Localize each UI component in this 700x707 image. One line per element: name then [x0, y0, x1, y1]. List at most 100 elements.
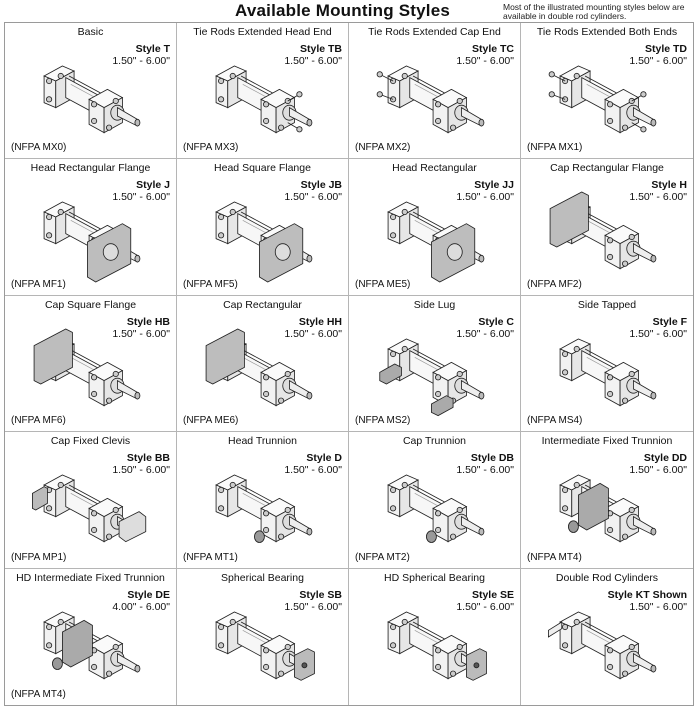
mounting-style-name: Head Rectangular Flange: [30, 162, 151, 175]
cylinder-illustration: [548, 65, 657, 134]
cylinder-illustration: [559, 474, 657, 543]
style-label: Style JJ: [474, 179, 514, 192]
bore-range: 1.50" - 6.00": [629, 55, 687, 67]
cylinder-illustration: [379, 338, 485, 416]
cylinder-illustration: [205, 328, 313, 407]
style-label: Style F: [652, 315, 687, 328]
style-label: Style C: [478, 315, 514, 328]
nfpa-code: (NFPA ME5): [355, 278, 411, 290]
header-note: Most of the illustrated mounting styles …: [503, 2, 685, 21]
mounting-style-name: Head Square Flange: [214, 162, 311, 175]
nfpa-code: (NFPA ME6): [183, 415, 239, 427]
cylinder-illustration: [33, 328, 141, 407]
style-label: Style T: [135, 43, 170, 55]
bore-range: 1.50" - 6.00": [112, 191, 170, 204]
style-label: Style TC: [471, 43, 514, 55]
nfpa-code: (NFPA MP1): [11, 551, 67, 563]
style-label: Style D: [306, 452, 342, 465]
mounting-style-name: Head Trunnion: [228, 435, 297, 448]
mounting-style-name: Tie Rods Extended Head End: [193, 26, 332, 38]
nfpa-code: (NFPA MT2): [355, 551, 410, 563]
nfpa-code: (NFPA MX3): [183, 142, 239, 154]
style-label: Style DB: [470, 452, 514, 465]
bore-range: 1.50" - 6.00": [629, 327, 687, 340]
page-header: Available Mounting Styles Most of the il…: [0, 0, 700, 22]
style-label: Style BB: [126, 452, 170, 465]
nfpa-code: (NFPA MS2): [355, 415, 411, 427]
mounting-style-name: Basic: [77, 26, 104, 38]
cylinder-illustration: [215, 611, 315, 681]
style-label: Style HB: [126, 315, 170, 328]
bore-range: 1.50" - 6.00": [284, 55, 342, 67]
mounting-style-name: Intermediate Fixed Trunnion: [541, 435, 673, 448]
cylinder-illustration: [376, 65, 485, 134]
mounting-style-name: Tie Rods Extended Both Ends: [536, 26, 678, 38]
cylinder-illustration: [549, 191, 657, 270]
cylinder-illustration: [548, 611, 657, 679]
bore-range: 1.50" - 6.00": [456, 55, 514, 67]
nfpa-code: (NFPA MF2): [527, 278, 582, 290]
bore-range: 1.50" - 6.00": [284, 327, 342, 340]
mounting-style-name: HD Intermediate Fixed Trunnion: [16, 571, 165, 584]
style-label: Style HH: [298, 315, 342, 328]
cylinder-illustration: [32, 474, 147, 543]
bore-range: 4.00" - 6.00": [112, 600, 170, 613]
mounting-style-name: Cap Rectangular Flange: [550, 162, 664, 175]
bore-range: 1.50" - 6.00": [112, 55, 170, 67]
cylinder-illustration: [387, 474, 485, 544]
nfpa-code: (NFPA MF6): [11, 415, 66, 427]
nfpa-code: (NFPA MS4): [527, 415, 583, 427]
mounting-style-name: Double Rod Cylinders: [555, 571, 659, 584]
mounting-style-name: Tie Rods Extended Cap End: [368, 26, 501, 38]
mounting-style-name: Cap Trunnion: [402, 435, 467, 448]
style-label: Style DD: [643, 452, 687, 465]
bore-range: 1.50" - 6.00": [284, 464, 342, 477]
mounting-style-name: Head Rectangular: [392, 162, 477, 175]
cylinder-illustration: [387, 611, 487, 681]
nfpa-code: (NFPA MX1): [527, 142, 583, 154]
bore-range: 1.50" - 6.00": [629, 464, 687, 477]
cylinder-illustration: [559, 338, 657, 407]
nfpa-code: (NFPA MF5): [183, 278, 238, 290]
mounting-style-name: HD Spherical Bearing: [384, 571, 485, 584]
mounting-style-name: Spherical Bearing: [221, 571, 304, 584]
style-label: Style SE: [471, 588, 514, 601]
nfpa-code: (NFPA MT1): [183, 551, 238, 563]
nfpa-code: (NFPA MX2): [355, 142, 411, 154]
style-label: Style TB: [299, 43, 342, 55]
cylinder-illustration: [43, 611, 141, 679]
bore-range: 1.50" - 6.00": [456, 327, 514, 340]
style-label: Style J: [136, 179, 170, 192]
cylinder-illustration: [215, 474, 313, 544]
style-label: Style KT Shown: [607, 588, 687, 601]
bore-range: 1.50" - 6.00": [456, 464, 514, 477]
nfpa-code: (NFPA MX0): [11, 142, 67, 154]
bore-range: 1.50" - 6.00": [112, 464, 170, 477]
